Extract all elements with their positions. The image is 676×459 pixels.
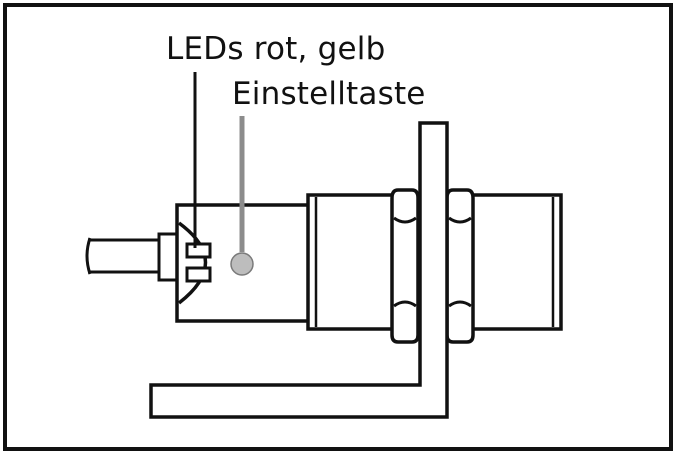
label-leds: LEDs rot, gelb: [166, 31, 386, 67]
adjustment-button: [230, 252, 254, 276]
mounting-bracket: [149, 121, 449, 419]
led-yellow: [185, 266, 212, 283]
cable: [85, 237, 160, 275]
nut-left: [390, 188, 420, 344]
led-window: [177, 221, 208, 305]
cable-gland: [157, 232, 179, 282]
label-adjustment-button: Einstelltaste: [232, 76, 426, 112]
outer-border: [3, 3, 673, 451]
nut-right: [445, 188, 475, 344]
led-red: [185, 242, 212, 259]
